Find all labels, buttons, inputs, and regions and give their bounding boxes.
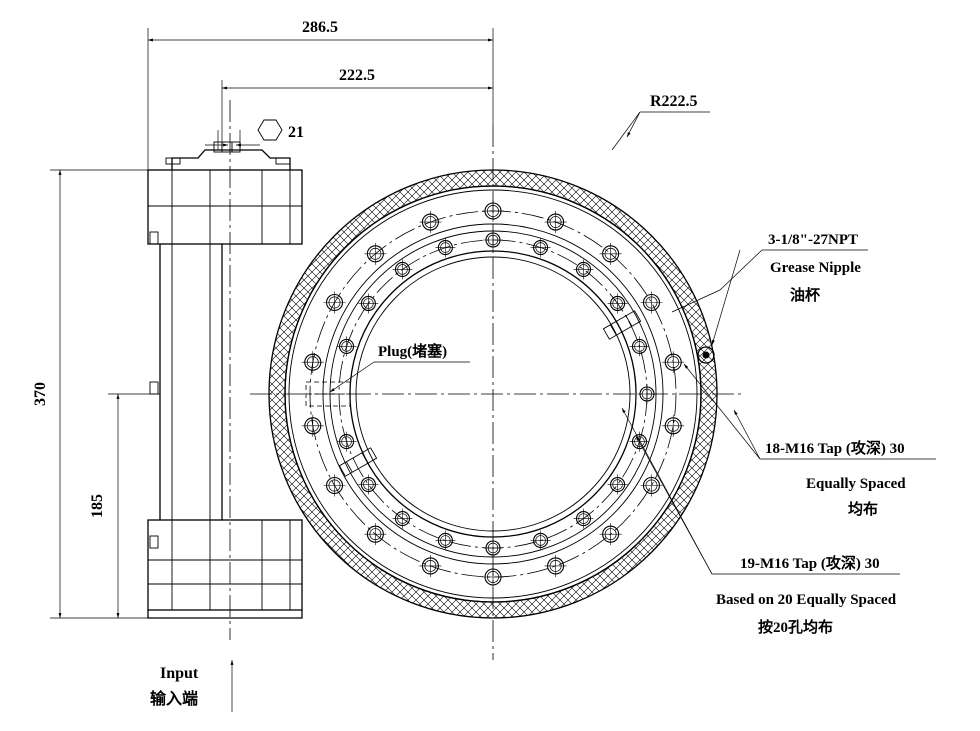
outer-bolt-hole [364,523,387,546]
dim-offset-width: 222.5 [339,67,375,84]
outer-bolt-hole [419,211,442,234]
inner-bolt-hole [637,384,657,404]
inner-bolt-hole [607,474,628,495]
outer-bolt-hole [323,474,346,497]
inner-taps-spec: 19-M16 Tap (攻深) 30 [740,554,880,572]
dim-half-height: 185 [89,494,106,518]
input-label-zh: 输入端 [150,689,198,708]
outer-bolt-hole [301,414,324,437]
inner-bolt-hole [336,336,357,357]
inner-bolt-hole [358,474,379,495]
inner-bolt-hole [483,230,503,250]
dim-overall-height: 370 [32,382,49,406]
outer-bolt-hole [662,351,685,374]
inner-bolt-hole [358,293,379,314]
inner-taps-spacing-zh: 按20孔均布 [758,618,833,636]
dim-outer-radius: R222.5 [650,93,698,110]
inner-bolt-hole [607,293,628,314]
inner-bolt-hole [435,237,456,258]
outer-bolt-hole [301,351,324,374]
inner-bolt-hole [573,508,594,529]
grease-spec: 3-1/8"-27NPT [768,232,858,248]
outer-bolt-hole [544,211,567,234]
plug-label: Plug(堵塞) [378,342,447,360]
outer-bolt-hole [544,554,567,577]
inner-hole-pattern [336,230,657,558]
outer-bolt-hole [640,474,663,497]
inner-bolt-hole [629,336,650,357]
outer-bolt-hole [640,291,663,314]
bottom-housing [147,519,303,611]
outer-bolt-hole [323,291,346,314]
dim-overall-width: 286.5 [302,19,338,36]
outer-bolt-hole [482,566,504,588]
outer-taps-spacing-zh: 均布 [848,500,878,518]
outer-hole-pattern [301,200,685,588]
outer-bolt-hole [364,242,387,265]
outer-taps-spacing-en: Equally Spaced [806,476,906,492]
dimensions: 286.5 222.5 21 R222.5 370 185 [32,19,710,619]
grease-nipple [697,346,715,364]
outer-taps-spec: 18-M16 Tap (攻深) 30 [765,439,905,457]
grease-name-en: Grease Nipple [770,260,861,276]
grease-name-zh: 油杯 [790,286,821,304]
grease-fitting-upper [602,310,642,340]
inner-bolt-hole [435,530,456,551]
inner-bolt-hole [530,530,551,551]
dim-hex-size: 21 [288,124,304,141]
inner-taps-spacing-en: Based on 20 Equally Spaced [716,592,897,608]
outer-bolt-hole [482,200,504,222]
callouts: 3-1/8"-27NPT Grease Nipple 油杯 Plug(堵塞) 1… [150,232,936,712]
inner-bolt-hole [392,259,413,280]
inner-bolt-hole [483,538,503,558]
inner-bolt-hole [336,431,357,452]
top-housing [147,169,303,245]
outer-bolt-hole [599,523,622,546]
hexagon-icon [257,119,283,141]
outer-bolt-hole [662,414,685,437]
outer-bolt-hole [419,554,442,577]
inner-bolt-hole [530,237,551,258]
input-label-en: Input [160,665,199,682]
grease-fitting-lower [338,447,378,477]
inner-bolt-hole [573,259,594,280]
slewing-ring [250,125,745,660]
inner-bolt-hole [392,508,413,529]
outer-bolt-hole [599,242,622,265]
worm-housing [147,100,303,640]
